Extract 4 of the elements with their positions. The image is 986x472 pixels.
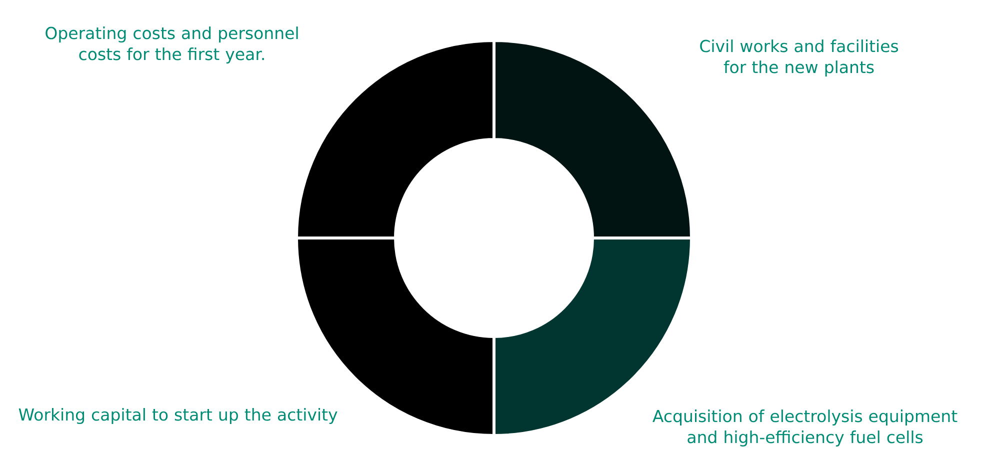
segment-label: Acquisition of electrolysis equipment and high-efficiency fuel cells bbox=[652, 410, 958, 446]
segment-label: Civil works and facilities for the new plants bbox=[700, 40, 898, 76]
segment-label: Working capital to start up the activity bbox=[18, 408, 338, 424]
segment-label: Operating costs and personnel costs for the first year. bbox=[46, 26, 298, 64]
